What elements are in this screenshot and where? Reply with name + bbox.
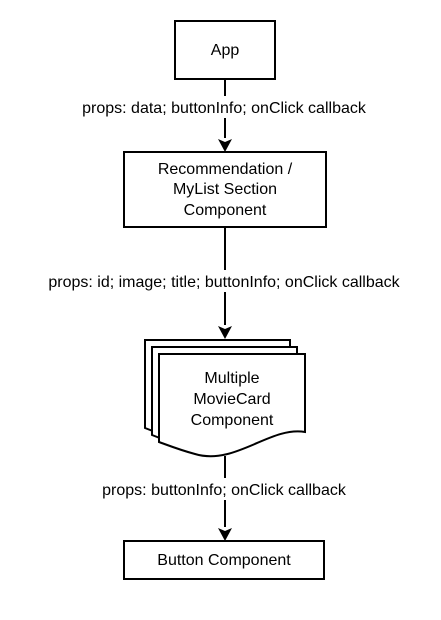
button-node: Button Component bbox=[123, 540, 325, 580]
button-node-label: Button Component bbox=[157, 552, 291, 569]
section-node: Recommendation / MyList Section Componen… bbox=[123, 151, 327, 228]
edge-section-to-moviecard: props: id; image; title; buttonInfo; onC… bbox=[24, 227, 424, 339]
section-node-line-2: MyList Section bbox=[173, 181, 277, 198]
moviecard-node-line-3: Component bbox=[191, 412, 274, 429]
section-node-line-3: Component bbox=[184, 202, 267, 219]
moviecard-node-line-1: Multiple bbox=[204, 370, 259, 387]
arrowhead-icon bbox=[218, 326, 232, 339]
moviecard-node-line-2: MovieCard bbox=[193, 391, 270, 408]
edge-moviecard-to-button: props: buttonInfo; onClick callback bbox=[84, 456, 364, 541]
app-node: App bbox=[174, 20, 276, 80]
moviecard-node: Multiple MovieCard Component bbox=[144, 339, 306, 458]
section-node-line-1: Recommendation / bbox=[158, 161, 293, 178]
arrowhead-icon bbox=[218, 139, 232, 152]
edge-app-to-section: props: data; buttonInfo; onClick callbac… bbox=[60, 79, 388, 152]
edge-label-section-to-moviecard: props: id; image; title; buttonInfo; onC… bbox=[48, 274, 400, 291]
moviecard-doc-front bbox=[158, 353, 306, 458]
arrowhead-icon bbox=[218, 528, 232, 541]
edge-label-app-to-section: props: data; buttonInfo; onClick callbac… bbox=[82, 100, 367, 117]
app-node-label: App bbox=[211, 42, 240, 59]
edge-label-moviecard-to-button: props: buttonInfo; onClick callback bbox=[102, 482, 347, 499]
